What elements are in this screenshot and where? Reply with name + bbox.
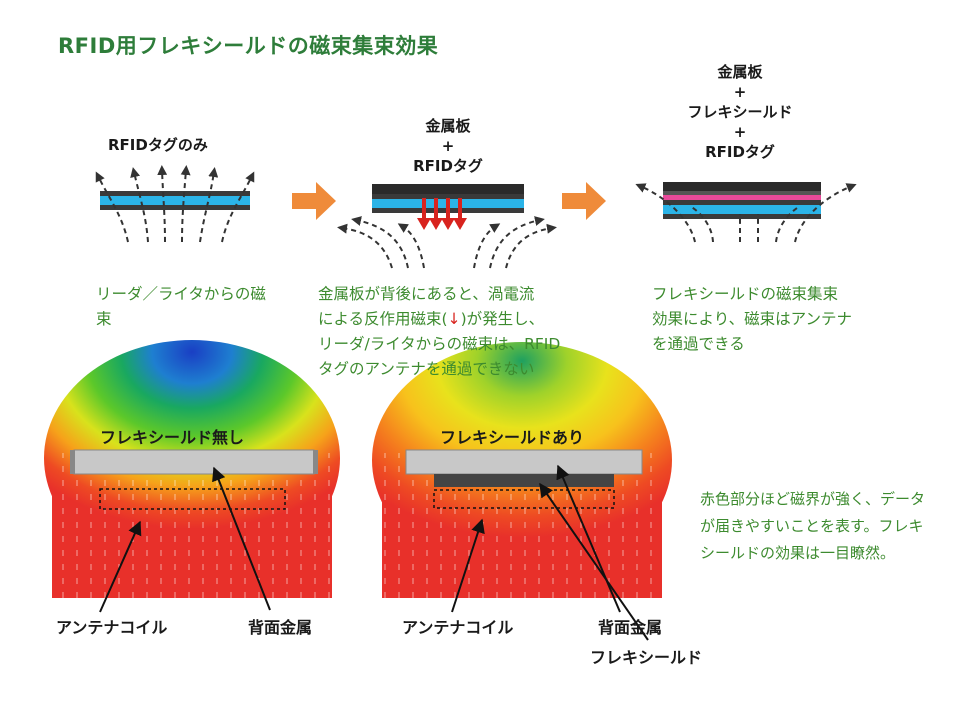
back-metal-right <box>405 449 643 475</box>
pointer-shield-right <box>539 482 649 641</box>
back-metal-left <box>73 449 315 475</box>
pointer-metal-left <box>212 466 271 611</box>
sim-left <box>44 340 340 604</box>
antenna-coil-left <box>99 488 286 510</box>
pointer-antenna-right <box>451 518 485 613</box>
panel3-flux-lines <box>635 183 857 243</box>
panel3-stack <box>663 182 821 219</box>
label-metal-left: 背面金属 <box>248 618 313 637</box>
label-metal-right: 背面金属 <box>598 618 663 637</box>
label-antenna-left: アンテナコイル <box>56 618 168 637</box>
panel2-label: 金属板 + RFIDタグ <box>413 117 483 175</box>
sim-right-title: フレキシールドあり <box>440 428 585 447</box>
bottom-note: 赤色部分ほど磁界が強く、データが届きやすいことを表す。フレキシールドの効果は一目… <box>700 490 926 562</box>
pointer-metal-right <box>556 464 621 613</box>
flow-arrow-1 <box>292 182 336 220</box>
sim-right <box>372 342 672 604</box>
panel3-caption: フレキシールドの磁束集束効果により、磁束はアンテナを通過できる <box>652 285 852 353</box>
sim-left-title: フレキシールド無し <box>100 428 245 447</box>
page-title: RFID用フレキシールドの磁束集束効果 <box>58 34 439 58</box>
label-shield-right: フレキシールド <box>590 648 703 667</box>
panel1-caption: リーダ／ライタからの磁束 <box>96 285 266 328</box>
panel2-eddy-arrows <box>417 198 467 230</box>
panel2-caption: 金属板が背後にあると、渦電流 による反作用磁束(↓)が発生し、 リーダ/ライタか… <box>318 285 561 378</box>
panel2-flux-lines <box>337 216 557 269</box>
panel1-label: RFIDタグのみ <box>108 136 208 154</box>
panel1-flux-lines <box>95 165 255 243</box>
panel3-label: 金属板 + フレキシールド + RFIDタグ <box>687 63 793 161</box>
panel1-tag <box>100 191 250 210</box>
pointer-antenna-left <box>99 520 142 613</box>
label-antenna-right: アンテナコイル <box>402 618 514 637</box>
flow-arrow-2 <box>562 182 606 220</box>
antenna-coil-right <box>433 489 615 509</box>
shield-sheet <box>434 474 614 487</box>
